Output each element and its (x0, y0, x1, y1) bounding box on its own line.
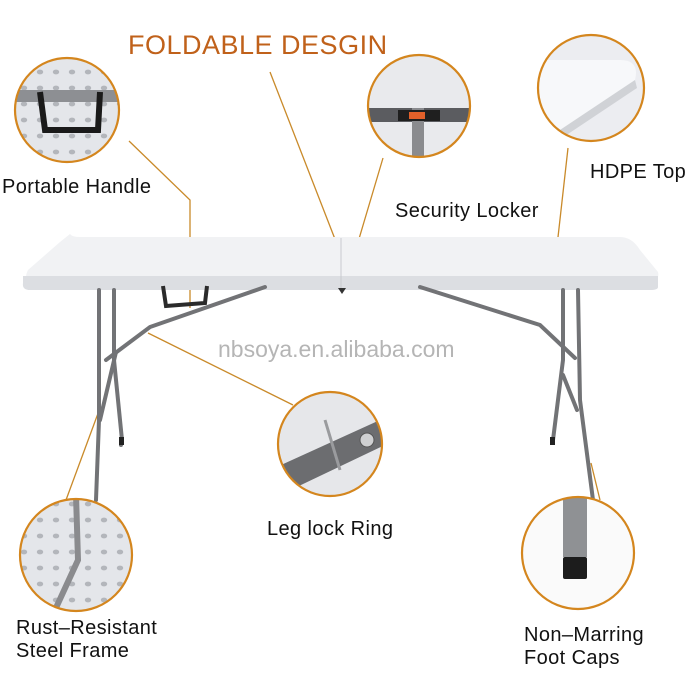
lock-ring-closeup-icon (276, 390, 384, 498)
table-top (22, 234, 659, 290)
handle-closeup-icon (13, 56, 121, 164)
foot-cap (119, 437, 124, 445)
headline-title: FOLDABLE DESGIN (128, 30, 388, 60)
handle (161, 285, 209, 309)
lock-closeup-icon (366, 53, 472, 159)
label-steel-frame-line1: Rust–Resistant (16, 617, 158, 639)
tabletop-corner-closeup-icon (536, 33, 646, 143)
watermark-text: nbsoya.en.alibaba.com (218, 336, 455, 362)
label-steel-frame-line2: Steel Frame (16, 640, 130, 662)
label-steel-frame: Rust–Resistant Steel Frame (16, 617, 157, 663)
label-hdpe-top: HDPE Top (590, 161, 687, 183)
label-foot-caps-line2: Foot Caps (524, 647, 620, 669)
foot-cap-closeup-icon (520, 495, 636, 611)
label-leg-lock-ring: Leg lock Ring (267, 518, 394, 540)
label-portable-handle: Portable Handle (2, 176, 152, 198)
latch (338, 288, 346, 294)
label-foot-caps-line1: Non–Marring (524, 624, 645, 646)
steel-frame-closeup-icon (18, 497, 134, 613)
foot-cap (550, 437, 555, 445)
label-foot-caps: Non–Marring Foot Caps (524, 624, 644, 670)
label-security-locker: Security Locker (395, 200, 539, 222)
steel-frame (94, 285, 595, 502)
